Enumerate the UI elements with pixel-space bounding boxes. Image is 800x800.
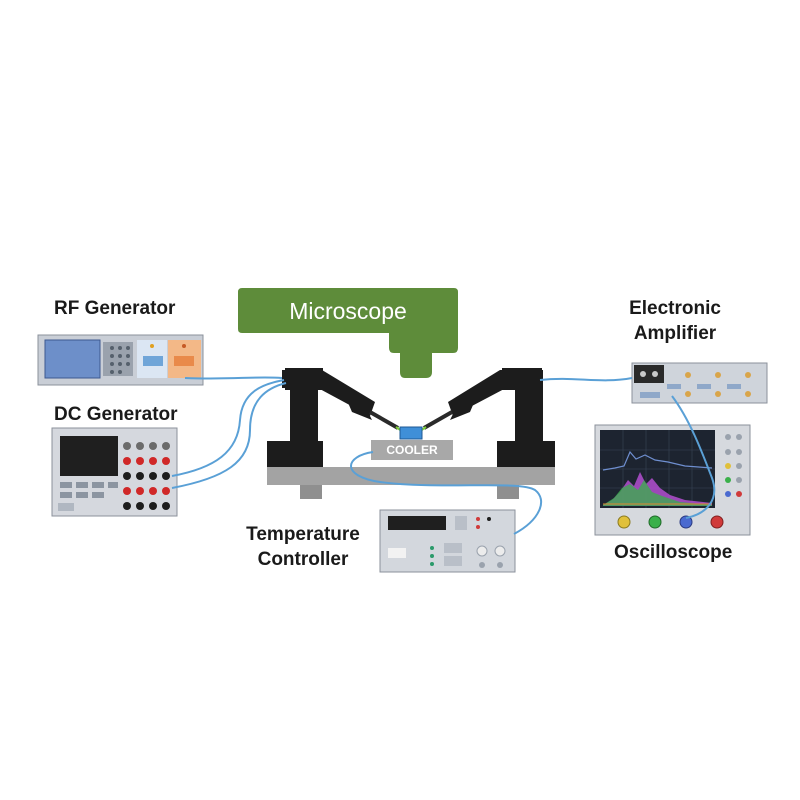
cable-rf-to-left-probe	[184, 376, 283, 380]
electronic-amplifier-label-line2: Amplifier	[633, 323, 717, 344]
cable-cooler-to-temperature-controller	[350, 451, 543, 535]
temperature-controller-label-line1: Temperature	[246, 524, 360, 545]
cooler-block	[371, 440, 453, 460]
oscilloscope-instrument	[594, 424, 751, 536]
base-leg-left	[300, 485, 322, 499]
cable-dc-to-left-probe-2	[171, 382, 287, 489]
cooler-label: COOLER	[386, 443, 438, 457]
dc-generator-label: DC Generator	[54, 404, 178, 425]
oscilloscope-label: Oscilloscope	[614, 542, 733, 563]
electronic-amplifier-instrument	[631, 362, 768, 404]
temperature-controller-label-line2: Controller	[257, 549, 349, 570]
cables	[171, 376, 716, 535]
temperature-controller-label: Temperature Controller	[238, 522, 368, 572]
rf-generator-instrument	[37, 334, 204, 386]
base-leg-right	[497, 485, 519, 499]
microscope	[238, 288, 458, 378]
base-plate	[267, 467, 555, 485]
electronic-amplifier-label-line1: Electronic	[629, 298, 721, 319]
cable-dc-to-left-probe-1	[171, 379, 285, 477]
cable-right-probe-to-amplifier	[539, 377, 633, 382]
sample	[399, 426, 423, 440]
rf-generator-label: RF Generator	[54, 298, 176, 319]
electronic-amplifier-label: Electronic Amplifier	[620, 296, 730, 346]
dc-generator-instrument	[51, 427, 178, 517]
microscope-label: Microscope	[289, 298, 407, 324]
probe-station	[267, 368, 555, 499]
cable-amplifier-to-oscilloscope	[671, 395, 716, 519]
temperature-controller-instrument	[379, 509, 516, 573]
